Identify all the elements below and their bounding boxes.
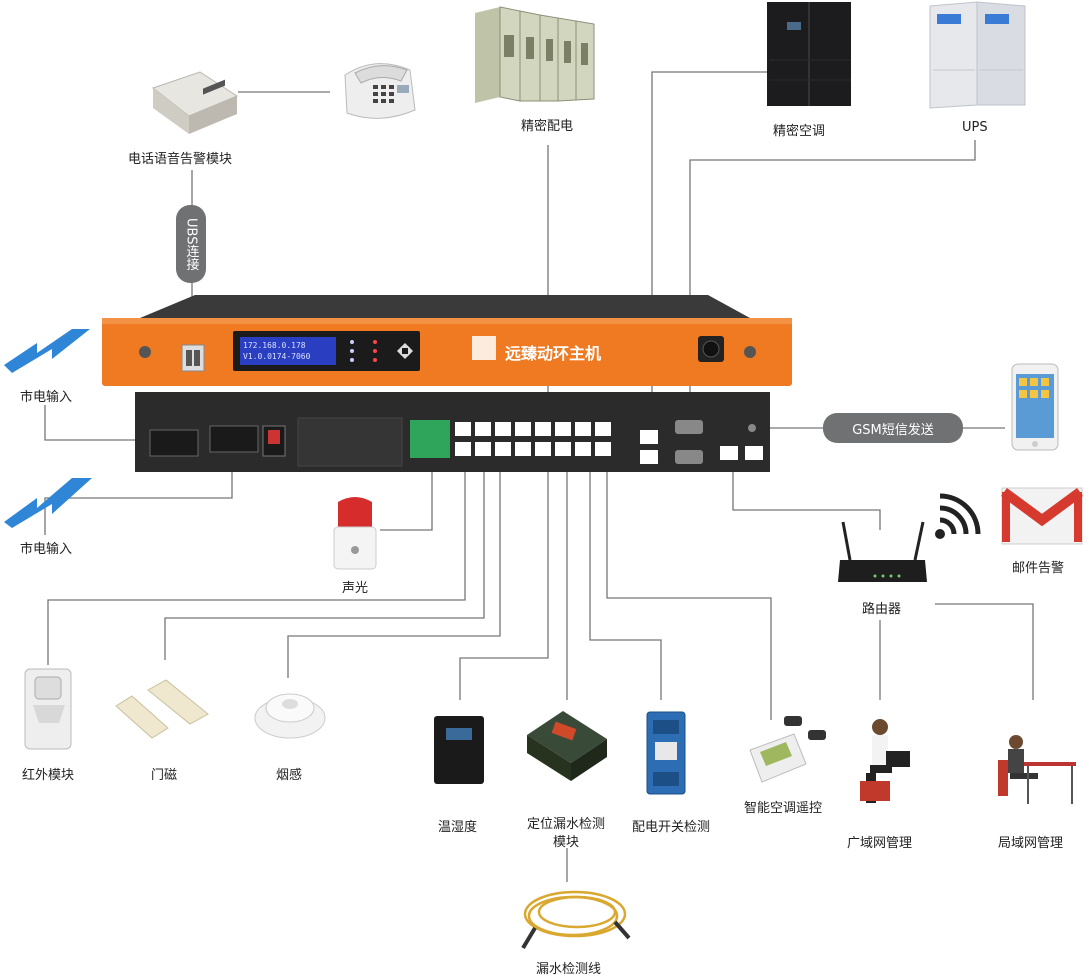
mains-input-label-1: 市电输入	[20, 390, 73, 405]
infrared-module-image	[24, 668, 72, 750]
smoke-label: 烟感	[276, 768, 303, 783]
door-magnet-image	[115, 679, 209, 739]
power-switch-label: 配电开关检测	[632, 820, 711, 835]
phone-alarm-label: 电话语音告警模块	[128, 152, 233, 167]
wifi-icon	[935, 493, 981, 539]
wan-management-person-image	[860, 719, 910, 803]
sound-light-label: 声光	[342, 581, 369, 596]
door-magnet-label: 门磁	[151, 768, 178, 783]
temp-humidity-label: 温湿度	[438, 820, 478, 835]
telephone-icon	[344, 63, 416, 119]
precision-ac-label: 精密空调	[773, 124, 826, 139]
phone-alarm-module-image	[151, 71, 239, 134]
ups-image	[929, 1, 1026, 109]
usb-link-pill: UBS连接	[176, 205, 206, 283]
power-switch-detector-image	[646, 711, 686, 795]
smart-ac-remote-image	[749, 716, 826, 783]
leak-module-label-line2: 模块	[553, 835, 580, 850]
lightning-icon-2	[4, 478, 92, 528]
precision-power-label: 精密配电	[521, 119, 574, 134]
main-host-body	[102, 295, 792, 386]
precision-power-cabinet-image	[475, 6, 595, 103]
smoke-detector-image	[254, 693, 326, 739]
lightning-icon-1	[4, 329, 90, 373]
lcd-line-1: 172.168.0.178	[243, 341, 306, 350]
ups-label: UPS	[962, 120, 988, 135]
wan-management-label: 广域网管理	[847, 836, 913, 851]
leak-module-label: 定位漏水检测 模块	[527, 816, 605, 852]
mobile-phone-icon	[1011, 363, 1059, 451]
main-host-rear-panel	[135, 392, 770, 472]
leak-detection-module-image	[527, 711, 607, 781]
lcd-display: 172.168.0.178 V1.0.0174-7060	[243, 340, 333, 362]
sound-light-alarm-image	[333, 497, 377, 570]
leak-cable-label: 漏水检测线	[536, 962, 602, 977]
leak-detection-cable-image	[521, 890, 631, 950]
lcd-line-2: V1.0.0174-7060	[243, 352, 311, 361]
router-label: 路由器	[862, 602, 902, 617]
temp-humidity-sensor-image	[434, 716, 484, 784]
infrared-label: 红外模块	[22, 768, 75, 783]
email-alarm-label: 邮件告警	[1012, 561, 1065, 576]
mains-input-label-2: 市电输入	[20, 542, 73, 557]
gsm-sms-label: GSM短信发送	[852, 422, 934, 438]
front-brand-label: 远臻动环主机	[505, 344, 602, 363]
lan-management-label: 局域网管理	[998, 836, 1064, 851]
precision-ac-image	[767, 2, 851, 106]
lan-management-person-image	[998, 735, 1076, 804]
usb-link-label: UBS连接	[183, 217, 199, 271]
smart-ac-label: 智能空调遥控	[744, 801, 823, 816]
gsm-sms-pill: GSM短信发送	[823, 413, 963, 443]
router-image	[838, 521, 927, 582]
main-host-unit: 172.168.0.178 V1.0.0174-7060 远臻动环主机	[100, 290, 795, 390]
email-alarm-icon	[1001, 487, 1083, 545]
leak-module-label-line1: 定位漏水检测	[527, 817, 606, 832]
